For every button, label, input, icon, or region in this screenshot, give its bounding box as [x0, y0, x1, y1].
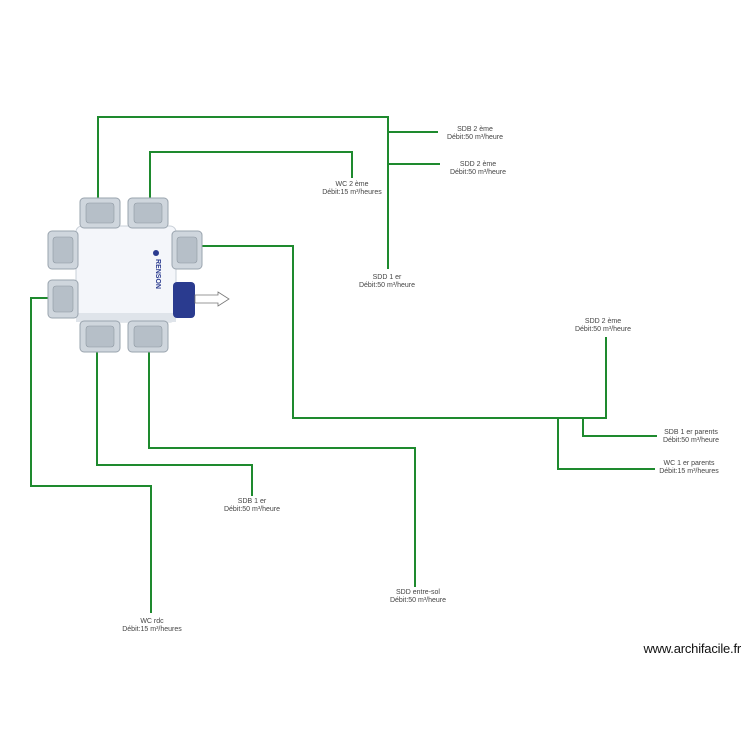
- port-left-upper: [47, 230, 79, 270]
- label-wc-2eme: WC 2 ème Débit:15 m³/heures: [322, 181, 382, 197]
- room-name: WC rdc: [140, 618, 164, 625]
- unit-brand: RENSON: [154, 259, 161, 289]
- label-sdd-entre-sol: SDD entre-sol Débit:50 m³/heure: [390, 589, 446, 605]
- watermark[interactable]: www.archifacile.fr: [643, 641, 741, 656]
- port-left-lower: [47, 279, 79, 319]
- label-sdd-2eme-a: SDD 2 ème Débit:50 m³/heure: [450, 161, 506, 177]
- label-sdb-2eme-a: SDB 2 ème Débit:50 m³/heure: [447, 126, 503, 142]
- label-sdb-1er: SDB 1 er Débit:50 m³/heure: [224, 498, 280, 514]
- duct-sdb-1er: [96, 352, 253, 496]
- flow-rate: Débit:15 m³/heures: [322, 189, 382, 196]
- flow-rate: Débit:50 m³/heure: [223, 506, 281, 513]
- flow-rate: Débit:15 m³/heures: [659, 468, 719, 475]
- room-name: SDD entre-sol: [396, 589, 440, 596]
- flow-rate: Débit:50 m³/heure: [446, 134, 504, 141]
- label-wc-rdc: WC rdc Débit:15 m³/heures: [122, 618, 182, 634]
- room-name: SDD 2 ème: [584, 318, 622, 325]
- duct-wc-rdc: [30, 297, 152, 613]
- room-name: SDB 2 ème: [457, 126, 493, 133]
- duct-top-left: [97, 116, 389, 269]
- port-top-right: [127, 197, 169, 229]
- duct-right-main: [200, 245, 607, 419]
- label-wc-1er-parents: WC 1 er parents Débit:15 m³/heures: [659, 460, 719, 476]
- duct-wc-2eme: [149, 151, 353, 198]
- room-name: SDB 1 er parents: [664, 429, 718, 436]
- exhaust-outlet: [173, 282, 195, 318]
- exhaust-arrow-icon: [194, 291, 230, 307]
- flow-rate: Débit:15 m³/heures: [122, 626, 182, 633]
- label-sdd-2eme-b: SDD 2 ème Débit:50 m³/heure: [575, 318, 631, 334]
- room-name: WC 1 er parents: [663, 460, 715, 467]
- ventilation-unit: RENSON: [47, 197, 230, 353]
- duct-right-branch-lower: [557, 418, 655, 470]
- flow-rate: Débit:50 m³/heure: [449, 169, 507, 176]
- flow-rate: Débit:50 m³/heure: [662, 437, 720, 444]
- label-sdd-1er: SDD 1 er Débit:50 m³/heure: [359, 274, 415, 290]
- port-bottom-right: [127, 320, 169, 353]
- room-name: SDD 2 ème: [459, 161, 497, 168]
- unit-shadow: [76, 313, 176, 322]
- label-sdb-1er-parents: SDB 1 er parents Débit:50 m³/heure: [663, 429, 719, 445]
- duct-right-branch-upper: [582, 418, 657, 437]
- duct-network: [30, 116, 657, 613]
- room-name: SDD 1 er: [372, 274, 402, 281]
- port-bottom-left: [79, 320, 121, 353]
- brand-logo-icon: [153, 250, 159, 256]
- duct-sdd-entre-sol: [148, 352, 416, 587]
- flow-rate: Débit:50 m³/heure: [358, 282, 416, 289]
- port-right-upper: [171, 230, 203, 270]
- flow-rate: Débit:50 m³/heure: [574, 326, 632, 333]
- room-name: SDB 1 er: [237, 498, 267, 505]
- room-name: WC 2 ème: [335, 181, 369, 188]
- flow-rate: Débit:50 m³/heure: [389, 597, 447, 604]
- port-top-left: [79, 197, 121, 229]
